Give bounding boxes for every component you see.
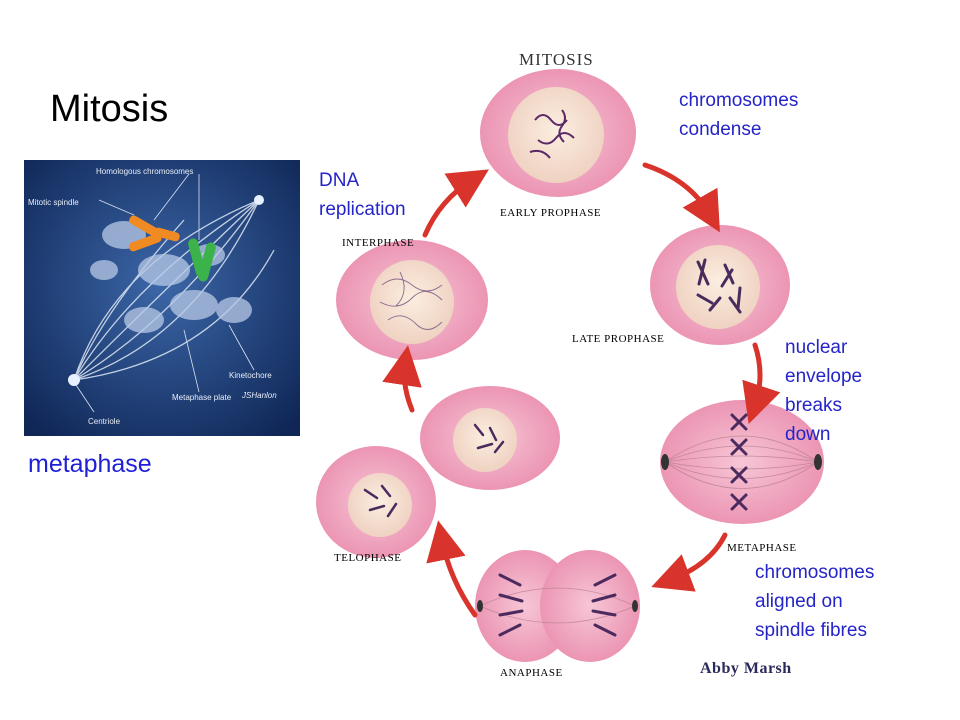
- interphase-cell: [336, 240, 488, 360]
- stage-anaphase: ANAPHASE: [500, 667, 563, 679]
- annotation-chromosomes-aligned: chromosomes aligned on spindle fibres: [755, 562, 875, 641]
- annotation-chromosomes-condense: chromosomes condense: [679, 90, 799, 140]
- label-plate: Metaphase plate: [172, 393, 232, 402]
- stage-early-prophase: EARLY PROPHASE: [500, 207, 601, 219]
- annotation-nuclear-envelope: nuclear envelope breaks down: [785, 337, 863, 445]
- label-spindle: Mitotic spindle: [28, 198, 79, 207]
- orange-chromosome: [128, 215, 180, 252]
- stage-late-prophase: LATE PROPHASE: [572, 333, 664, 345]
- metaphase-cell: [660, 400, 824, 524]
- label-centriole: Centriole: [88, 417, 121, 426]
- stage-telophase: TELOPHASE: [334, 552, 401, 564]
- micrograph-signature: JSHanlon: [241, 391, 277, 400]
- stage-interphase: INTERPHASE: [342, 237, 414, 249]
- label-kinetochore: Kinetochore: [229, 371, 272, 380]
- late-prophase-cell: [650, 225, 790, 345]
- green-chromosome: [188, 238, 216, 282]
- cycle-title: MITOSIS: [519, 50, 594, 69]
- annotation-dna-replication: DNA replication: [319, 170, 406, 220]
- cycle-arrows: [382, 162, 781, 618]
- anaphase-cell: [475, 550, 640, 662]
- stage-metaphase: METAPHASE: [727, 542, 797, 554]
- early-prophase-cell: [480, 69, 636, 197]
- label-homologous: Homologous chromosomes: [96, 167, 193, 176]
- image-credit: Abby Marsh: [700, 660, 792, 677]
- slide-title: Mitosis: [50, 88, 169, 130]
- metaphase-micrograph: Homologous chromosomes Mitotic spindle K…: [24, 160, 300, 436]
- mitosis-cycle-diagram: EARLY PROPHASE LATE PROPHASE METAPHASE: [316, 69, 824, 679]
- telophase-cell: [316, 386, 560, 558]
- metaphase-label: metaphase: [28, 450, 152, 478]
